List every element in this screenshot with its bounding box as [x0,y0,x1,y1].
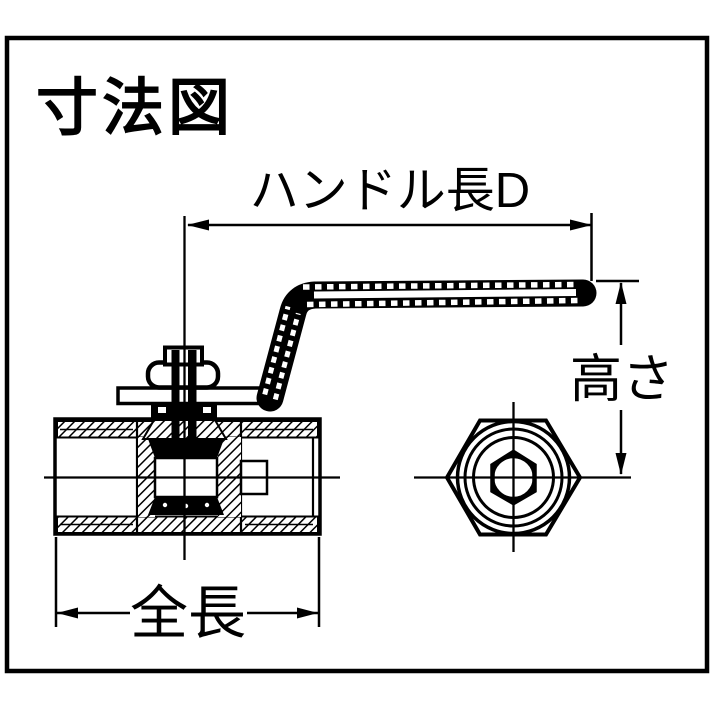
hex-end-view [414,402,631,552]
arrow-up-icon [615,282,627,304]
arrow-right-icon [570,219,592,231]
drawing-frame [4,35,710,674]
arrow-down-icon [615,453,627,475]
handle-stipple-bottom [306,297,579,308]
seat-dot [162,502,168,508]
overall-length-label: 全長 [130,581,246,646]
handle-stipple-diag-left [262,305,291,396]
handle-lever-core [313,289,577,299]
handle-lever [256,279,597,412]
handle-stipple-diag-right [272,312,301,401]
height-dimension: 高さ [570,279,674,475]
height-label: 高さ [570,351,674,409]
seat-dot [204,502,210,508]
arrow-right-icon [297,607,318,619]
arrow-left-icon [57,607,78,619]
handle-length-dimension: ハンドル長D [187,164,593,281]
stem-shaft-left [171,350,180,441]
body-bottom-wall-hatch [56,515,319,534]
overall-length-dimension: 全長 [54,537,321,646]
stem-shaft-right [188,350,197,441]
ball-seat-top [148,439,224,458]
page-title: 寸法図 [36,74,234,143]
handle-length-label: ハンドル長D [250,164,530,218]
gland-detail [158,407,166,413]
arrow-left-icon [187,219,209,231]
gland-detail [203,407,211,413]
handle-stipple-top [302,281,579,290]
